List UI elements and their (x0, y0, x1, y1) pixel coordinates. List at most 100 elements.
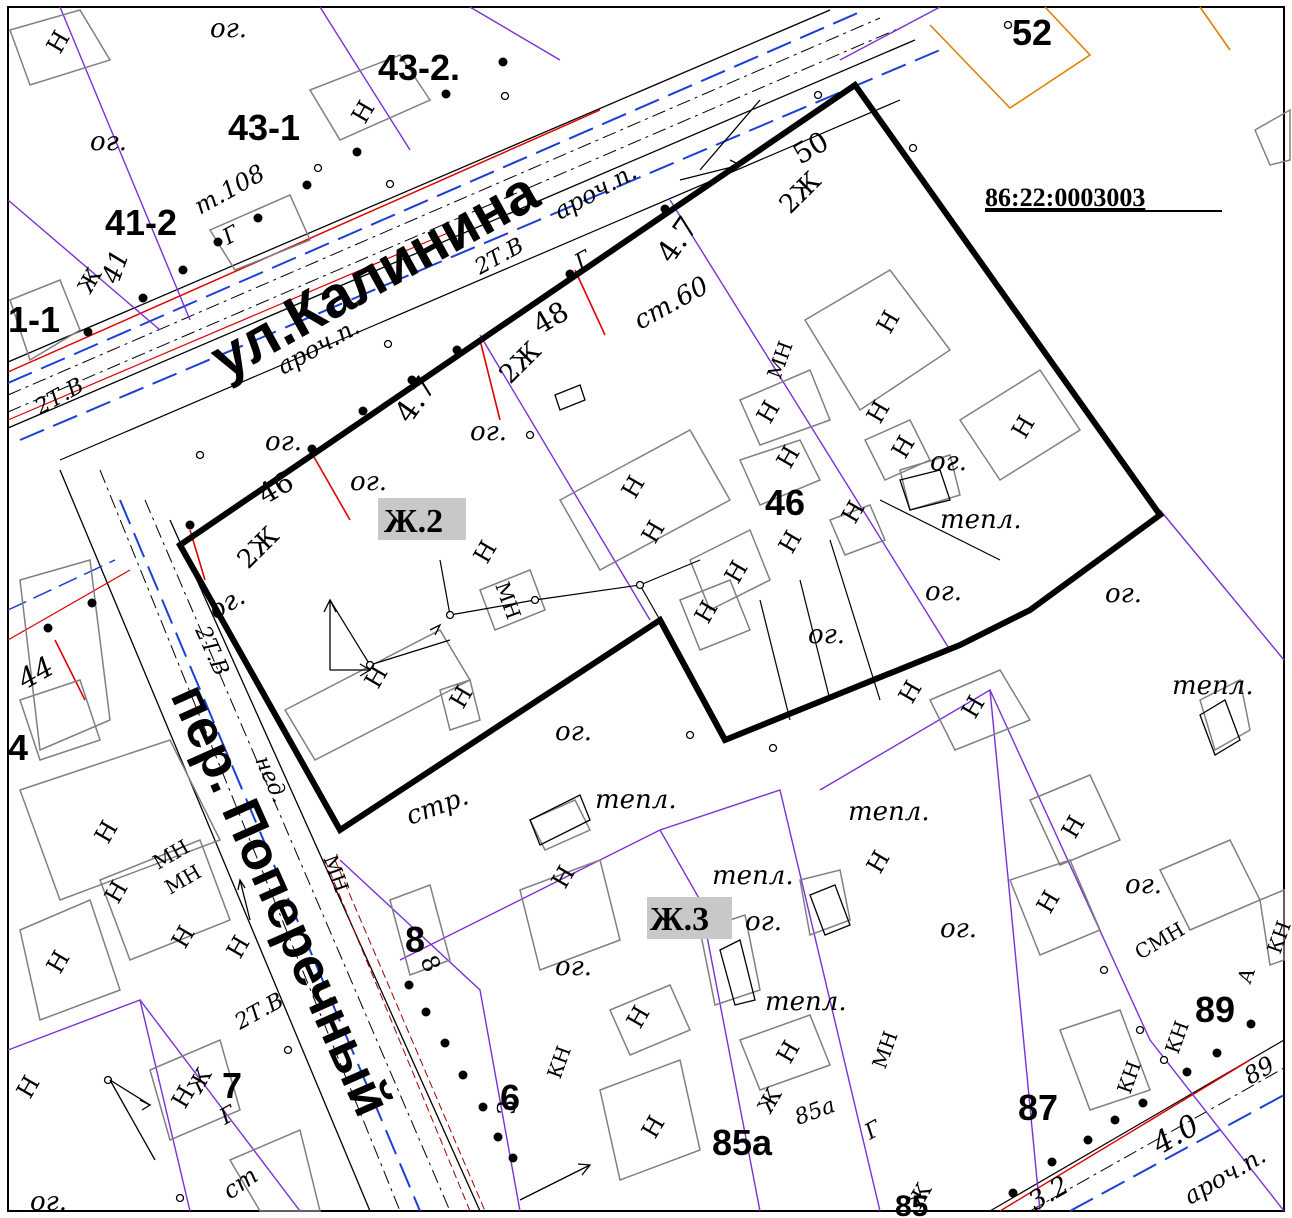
house-number-52: 52 (1012, 12, 1052, 53)
wells (103, 20, 1169, 1203)
lot-number-89: 89 (1239, 1051, 1279, 1091)
svg-text:Н: Н (468, 536, 503, 568)
svg-text:СМН: СМН (1131, 917, 1189, 964)
svg-text:ог.: ог. (930, 447, 967, 477)
poles (43, 57, 1256, 1198)
svg-text:2Ж: 2Ж (774, 166, 828, 220)
svg-text:тепл.: тепл. (765, 987, 847, 1017)
street-name-poperechny: пер. Поперечный (159, 675, 403, 1124)
svg-text:Н: Н (861, 396, 896, 428)
house-number-87: 87 (1018, 1087, 1058, 1128)
house-number-89: 89 (1195, 989, 1235, 1030)
svg-text:Ж: Ж (754, 1084, 788, 1118)
plot-boundaries (7, 6, 1285, 1212)
svg-text:Н: Н (893, 676, 928, 708)
street-poperechny-lines (7, 469, 486, 1212)
svg-text:ог.: ог. (265, 427, 302, 457)
lot-number-85a: 85а (792, 1093, 839, 1131)
buildings (9, 9, 1291, 1212)
svg-text:Н: Н (359, 661, 394, 693)
svg-text:тепл.: тепл. (595, 785, 677, 815)
house-number-43-2: 43-2. (378, 47, 460, 88)
plot-boundary-main (176, 80, 1165, 835)
direction-arrows (109, 99, 761, 1201)
svg-text:Н: Н (546, 861, 581, 893)
svg-text:МН: МН (762, 338, 798, 382)
svg-text:КН: КН (542, 1043, 576, 1082)
svg-text:Н: Н (166, 921, 201, 953)
svg-text:Н: Н (621, 1001, 656, 1033)
svg-text:Н: Н (719, 556, 754, 588)
svg-text:ог.: ог. (204, 582, 251, 627)
house-number-4: 4 (8, 727, 28, 768)
zone-label-bg-zh2 (378, 498, 466, 540)
svg-text:Н: Н (636, 516, 671, 548)
svg-text:ог.: ог. (90, 127, 127, 157)
svg-text:Н: Н (1056, 811, 1091, 843)
svg-text:ог.: ог. (210, 14, 247, 44)
zone-label-zh2: Ж.2 (384, 503, 443, 540)
svg-text:ог.: ог. (808, 620, 845, 650)
label-st60: ст.60 (629, 271, 714, 336)
house-number-6: 6 (500, 1077, 520, 1118)
lot-52-outline (929, 6, 1092, 110)
svg-text:Н: Н (1006, 411, 1041, 443)
greenhouse-labels: тепл. тепл. тепл. тепл. тепл. тепл. (595, 505, 1254, 1017)
svg-text:ог.: ог. (470, 417, 507, 447)
street-name-kalinina: ул.Калинина (200, 158, 550, 391)
svg-text:Н: Н (956, 691, 991, 723)
svg-text:Н: Н (689, 596, 724, 628)
svg-text:МН: МН (867, 1028, 903, 1072)
svg-text:Н: Н (861, 846, 896, 878)
svg-text:ог.: ог. (350, 467, 387, 497)
zone-label-zh3: Ж.3 (650, 901, 709, 938)
svg-text:Н: Н (636, 1111, 671, 1143)
svg-text:Н: Н (771, 441, 806, 473)
svg-text:ог.: ог. (940, 914, 977, 944)
svg-text:КН: КН (1262, 918, 1292, 957)
house-number-41-2: 41-2 (105, 202, 177, 243)
svg-text:тепл.: тепл. (940, 505, 1022, 535)
svg-text:Н: Н (886, 431, 921, 463)
svg-text:тепл.: тепл. (848, 797, 930, 827)
svg-text:Н: Н (346, 96, 381, 128)
svg-text:Н: Н (771, 1036, 806, 1068)
svg-text:КН: КН (1112, 1058, 1146, 1097)
svg-text:2Т.В: 2Т.В (230, 988, 288, 1035)
svg-text:2Т.В: 2Т.В (30, 373, 88, 420)
svg-text:А: А (1232, 964, 1260, 986)
svg-text:тепл.: тепл. (1172, 671, 1254, 701)
svg-text:ог.: ог. (555, 717, 592, 747)
label-aroch-2: aроч.п. (549, 157, 641, 225)
label-st-short: ст (217, 1161, 263, 1205)
house-number-8: 8 (405, 919, 425, 960)
label-t108: т.108 (189, 159, 269, 220)
svg-text:Н: Н (221, 931, 256, 963)
svg-text:Н: Н (836, 496, 871, 528)
svg-text:Н: Н (444, 681, 479, 713)
house-number-7: 7 (222, 1065, 242, 1106)
house-number-85a: 85а (712, 1122, 773, 1163)
svg-text:Н: Н (616, 471, 651, 503)
zone-label-bg-zh3 (647, 897, 732, 939)
house-number-43-1: 43-1 (228, 107, 300, 148)
svg-text:ог.: ог. (555, 952, 592, 982)
greenhouses (529, 384, 1241, 1006)
svg-text:Н: Н (99, 876, 134, 908)
svg-text:ог.: ог. (1105, 579, 1142, 609)
svg-text:Н: Н (11, 1071, 46, 1103)
street-lower-right-lines (989, 1039, 1285, 1212)
lot-52-edge (1199, 6, 1231, 51)
house-number-46: 46 (765, 482, 805, 523)
utility-lines-inside (329, 499, 1001, 721)
house-number-85: 85 (895, 1190, 928, 1218)
label-str: стр. (402, 781, 473, 831)
svg-text:тепл.: тепл. (712, 861, 794, 891)
svg-text:Н: Н (1031, 886, 1066, 918)
svg-text:КН: КН (1160, 1018, 1194, 1057)
house-number-41-1: 1-1 (8, 299, 60, 340)
svg-text:Н: Н (871, 306, 906, 338)
svg-text:ог.: ог. (745, 907, 782, 937)
